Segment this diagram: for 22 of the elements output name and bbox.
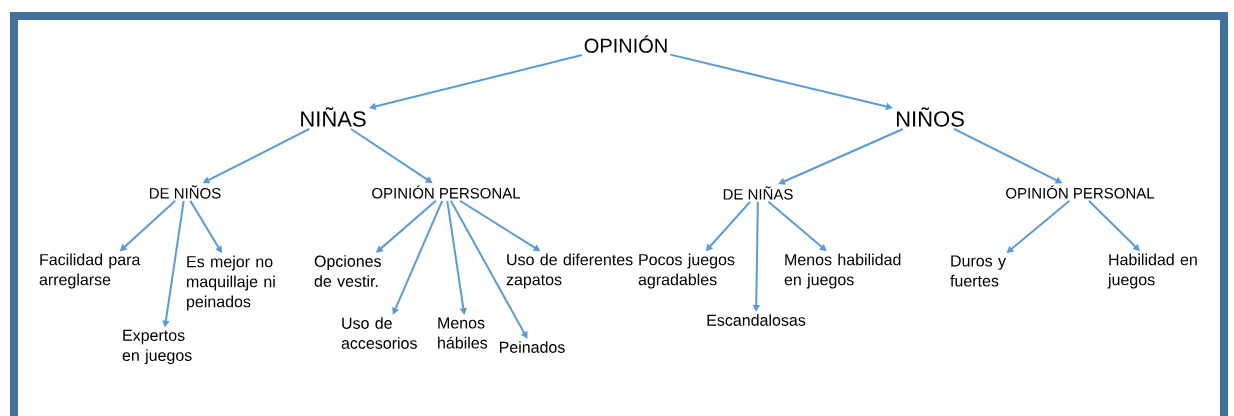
leaf-label: Habilidad en juegos xyxy=(1107,253,1197,289)
branch-label: NIÑAS xyxy=(301,107,366,127)
leaf-label: Es mejor no maquillaje ni peinados xyxy=(187,255,275,311)
leaf-label: Expertos en juegos xyxy=(122,329,192,365)
leaf-label: Duros y fuertes xyxy=(950,255,1006,287)
leaf-label: Menos habilidad en juegos xyxy=(784,253,901,289)
category-label: DE NIÑAS xyxy=(723,186,793,200)
category-label: OPINIÓN PERSONAL xyxy=(1006,185,1155,199)
branch-label: NIÑOS xyxy=(897,107,964,127)
leaf-label: Escandalosas xyxy=(707,314,806,326)
category-label: OPINIÓN PERSONAL xyxy=(372,185,521,199)
root-label: OPINIÓN xyxy=(584,35,667,53)
leaf-label: Uso de diferentes zapatos xyxy=(506,253,633,289)
category-label: DE NIÑOS xyxy=(149,185,221,199)
leaf-label: Peinados xyxy=(499,341,565,353)
leaf-label: Menos hábiles xyxy=(438,317,488,349)
leaf-label: Facilidad para arreglarse xyxy=(39,253,141,289)
leaf-label: Pocos juegos agradables xyxy=(638,253,735,289)
arrow xyxy=(449,199,528,339)
leaf-label: Uso de accesorios xyxy=(341,317,417,349)
arrow xyxy=(778,127,904,185)
leaf-label: Opciones de vestir. xyxy=(314,255,381,287)
